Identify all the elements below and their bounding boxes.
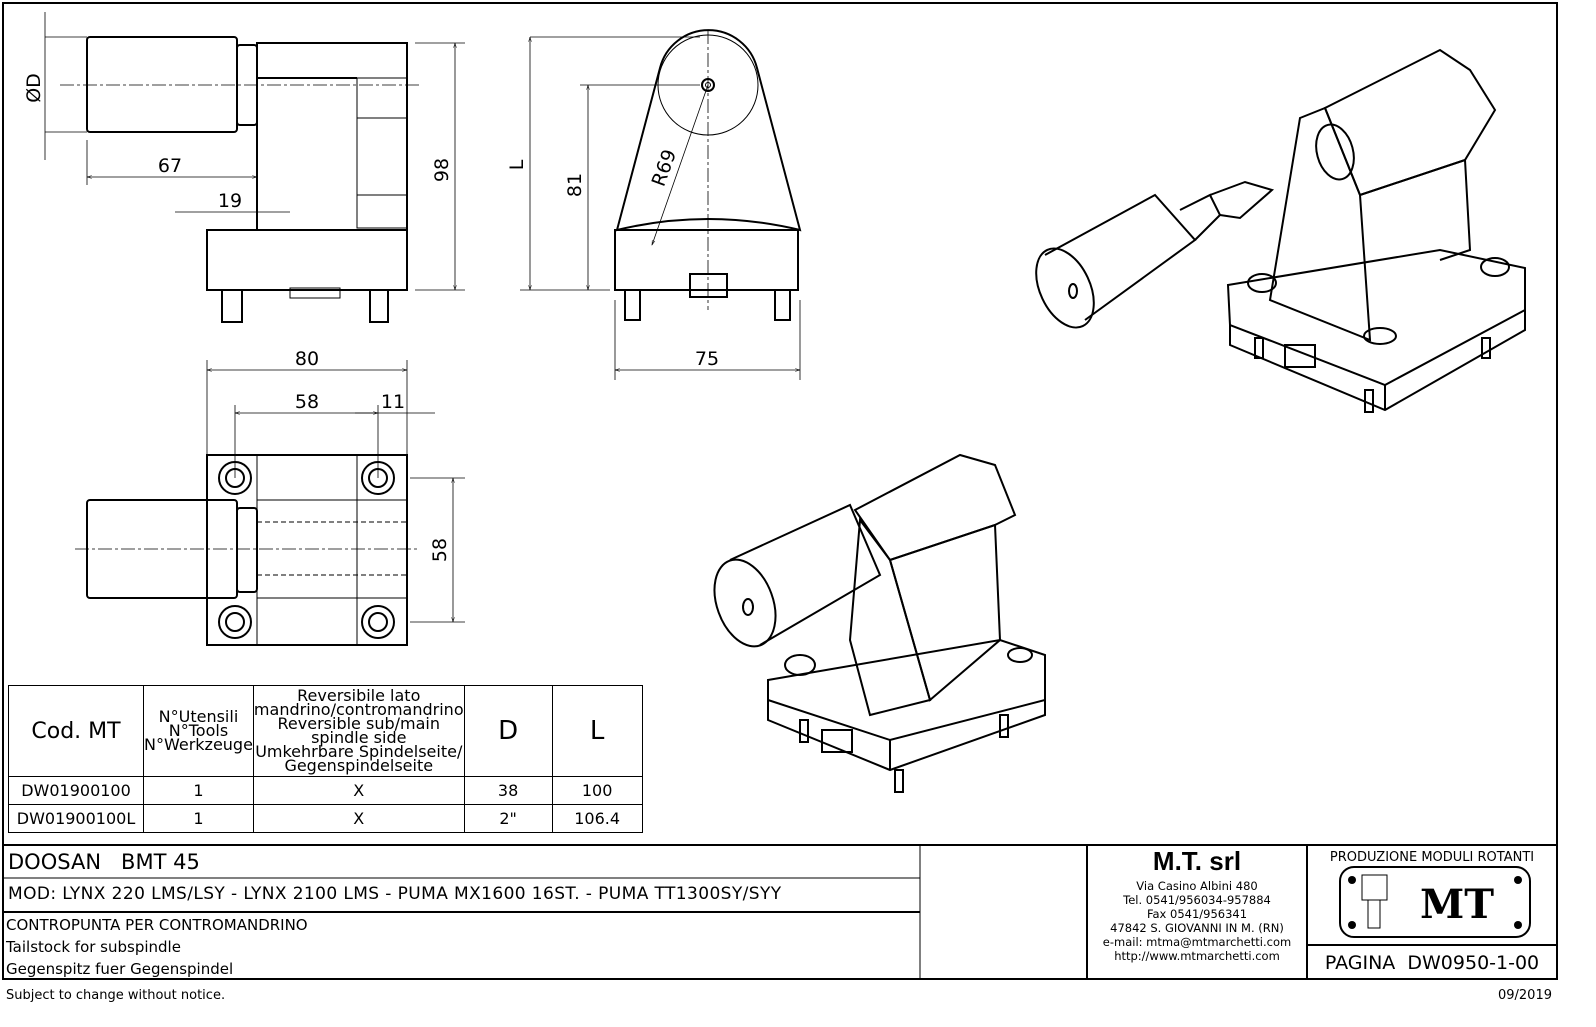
change-notice: Subject to change without notice.	[6, 988, 226, 1003]
cell-tools: 1	[143, 776, 254, 805]
machine-name: DOOSAN BMT 45	[8, 850, 200, 874]
description-english: Tailstock for subspindle	[6, 938, 181, 956]
dim-98: 98	[431, 158, 453, 182]
compatible-models: MOD: LYNX 220 LMS/LSY - LYNX 2100 LMS - …	[8, 884, 782, 904]
cell-d: 2"	[463, 804, 553, 833]
dim-58: 58	[295, 391, 319, 413]
table-row: DW01900100L 1 X 2" 106.4	[8, 804, 643, 833]
company-fax: Fax 0541/956341	[1146, 907, 1248, 921]
cell-reversible: X	[252, 776, 465, 805]
header-rev-3: Reversible sub/main	[277, 714, 440, 733]
company-city: 47842 S. GIOVANNI IN M. (RN)	[1110, 921, 1284, 935]
dim-11: 11	[381, 391, 405, 413]
header-rev-2: mandrino/contromandrino	[253, 700, 464, 719]
page-code: PAGINA DW0950-1-00	[1324, 952, 1540, 974]
top-view: 80 58 11 58	[75, 348, 465, 646]
table-row: DW01900100 1 X 38 100	[8, 776, 643, 805]
header-reversible: Reversibile lato mandrino/contromandrino…	[252, 685, 465, 777]
dim-58-vertical: 58	[429, 538, 451, 562]
logo-text: MT	[1420, 881, 1494, 928]
cell-code: DW01900100L	[8, 804, 144, 833]
cell-code: DW01900100	[8, 776, 144, 805]
production-label: PRODUZIONE MODULI ROTANTI	[1329, 850, 1535, 865]
header-tools-en: N°Tools	[168, 721, 229, 740]
table-header-row: Cod. MT N°Utensili N°Tools N°Werkzeuge R…	[8, 685, 643, 777]
cell-l: 106.4	[551, 804, 643, 833]
dim-radius: R69	[648, 147, 681, 190]
front-view: L 81 R69 75	[506, 29, 802, 380]
header-code: Cod. MT	[8, 685, 144, 777]
spec-table: Cod. MT N°Utensili N°Tools N°Werkzeuge R…	[8, 685, 643, 833]
dim-67: 67	[158, 155, 182, 177]
cell-l: 100	[551, 776, 643, 805]
header-d: D	[463, 685, 553, 777]
company-name: M.T. srl	[1152, 846, 1242, 876]
header-tools-it: N°Utensili	[158, 707, 239, 726]
dim-length: L	[506, 159, 528, 170]
company-contact: Via Casino Albini 480 Tel. 0541/956034-9…	[1087, 879, 1307, 963]
company-address: Via Casino Albini 480	[1136, 879, 1258, 893]
isometric-view-right	[1035, 48, 1526, 413]
cell-tools: 1	[143, 804, 254, 833]
header-rev-5: Umkehrbare Spindelseite/	[255, 742, 463, 761]
company-email[interactable]: e-mail: mtma@mtmarchetti.com	[1102, 935, 1292, 949]
dim-81: 81	[564, 173, 586, 197]
drawing-frame	[2, 2, 1558, 980]
dim-19: 19	[218, 190, 242, 212]
company-phone: Tel. 0541/956034-957884	[1123, 893, 1271, 907]
header-rev-1: Reversibile lato	[297, 686, 421, 705]
cell-reversible: X	[252, 804, 465, 833]
description-german: Gegenspitz fuer Gegenspindel	[6, 960, 234, 978]
mt-logo: MT	[1339, 866, 1531, 938]
header-l: L	[551, 685, 643, 777]
isometric-view-bottom	[713, 453, 1046, 793]
side-view: ØD 67 19 98	[23, 12, 465, 323]
title-block-grid	[3, 844, 1557, 979]
cell-d: 38	[463, 776, 553, 805]
company-website[interactable]: http://www.mtmarchetti.com	[1114, 949, 1280, 963]
header-rev-6: Gegenspindelseite	[284, 756, 434, 775]
header-tools-de: N°Werkzeuge	[144, 735, 253, 754]
header-rev-4: spindle side	[311, 728, 407, 747]
dim-75: 75	[695, 348, 719, 370]
dim-diameter: ØD	[23, 73, 45, 103]
header-tools: N°Utensili N°Tools N°Werkzeuge	[143, 685, 254, 777]
dim-80: 80	[295, 348, 319, 370]
description-italian: CONTROPUNTA PER CONTROMANDRINO	[6, 916, 308, 934]
drawing-date: 09/2019	[1497, 988, 1552, 1003]
